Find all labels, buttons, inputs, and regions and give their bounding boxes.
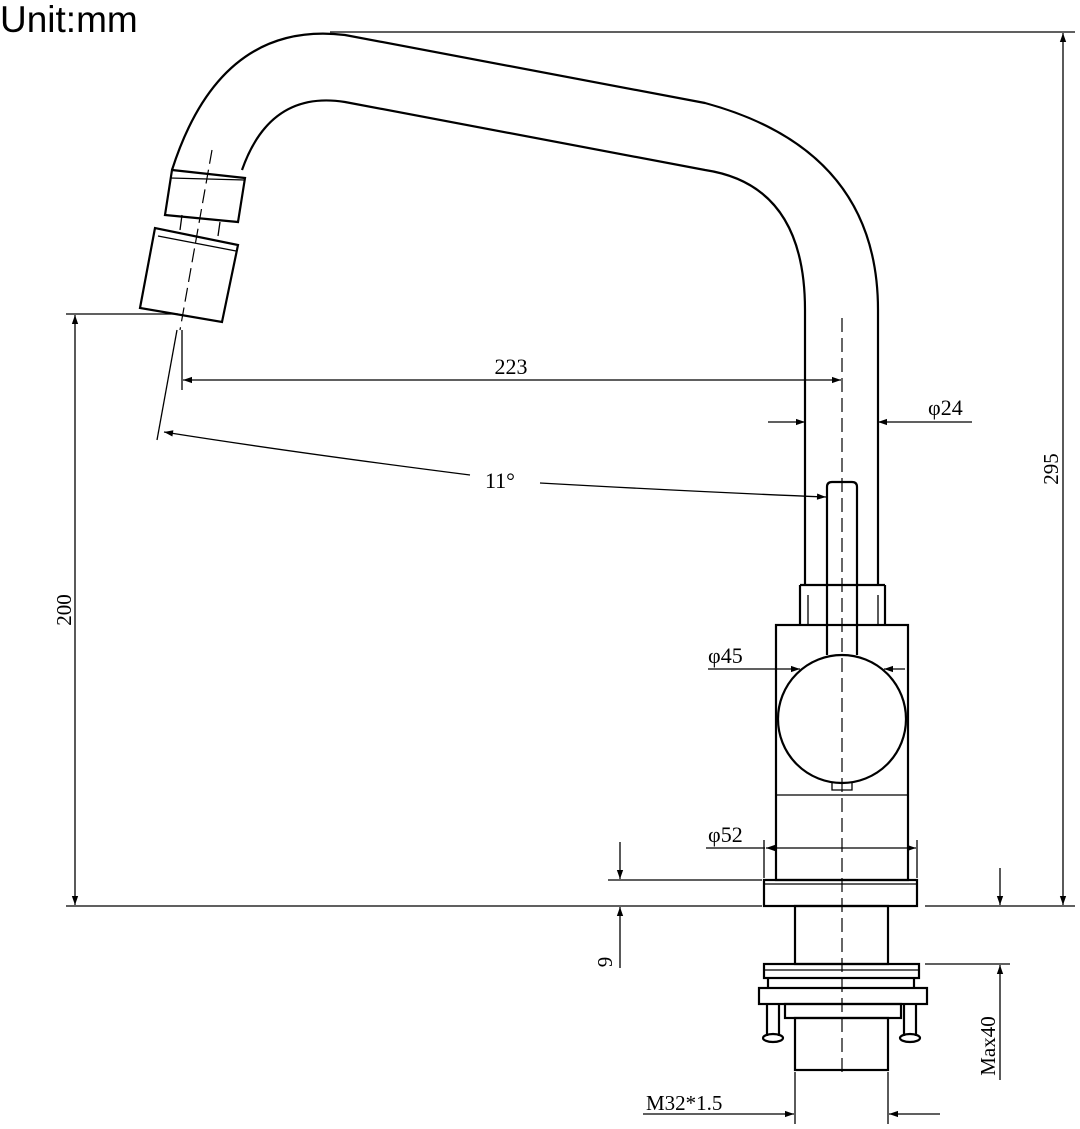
dimension-max-deck-thickness-label: Max40	[976, 1016, 1000, 1076]
dimension-lever-housing-diameter: φ45	[708, 643, 905, 673]
dimension-spout-diameter: φ24	[768, 395, 972, 426]
dimension-swivel-angle: 11°	[156, 329, 827, 500]
dimension-outlet-height-label: 200	[52, 594, 76, 626]
dimension-thread-size-label: M32*1.5	[646, 1091, 722, 1115]
dimension-spout-reach: 223	[181, 330, 841, 390]
dimension-base-diameter: φ52	[706, 822, 918, 878]
dimension-lever-housing-diameter-label: φ45	[708, 643, 743, 668]
dimension-base-diameter-label: φ52	[708, 822, 743, 847]
dimension-total-height-label: 295	[1039, 453, 1063, 485]
faucet-outline	[138, 32, 929, 1072]
dimension-spout-reach-label: 223	[495, 354, 528, 379]
dimension-thread-size: M32*1.5	[643, 1072, 940, 1124]
dimension-outlet-height: 200	[52, 313, 762, 907]
dimension-base-ring-thickness: 9	[593, 842, 762, 968]
dimension-swivel-angle-label: 11°	[485, 468, 515, 493]
dimension-spout-diameter-label: φ24	[928, 395, 963, 420]
dimension-max-deck-thickness: Max40	[925, 868, 1010, 1080]
dimension-base-ring-thickness-label: 9	[593, 957, 617, 968]
unit-label: Unit:mm	[0, 0, 138, 40]
dimension-total-height: 295	[330, 31, 1075, 907]
